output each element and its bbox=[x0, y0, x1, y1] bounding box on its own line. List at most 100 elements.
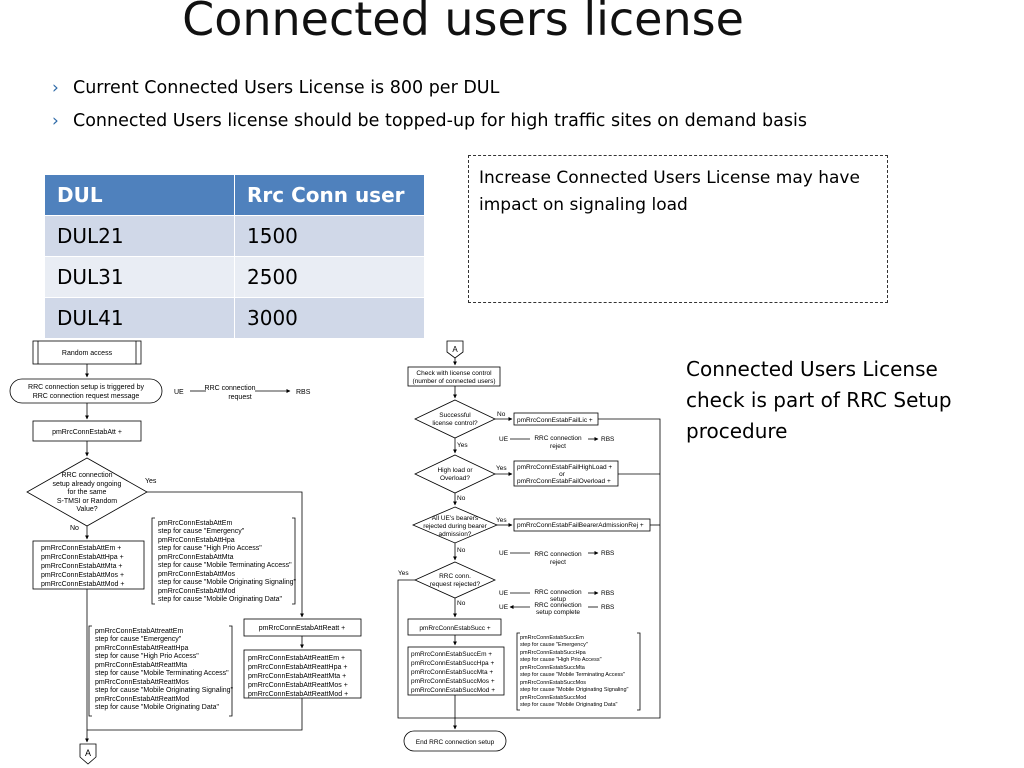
license-decision bbox=[414, 399, 496, 439]
svg-text:pmRrcConnEstabAttReattMta: pmRrcConnEstabAttReattMta bbox=[95, 662, 187, 669]
succ-counters-text: pmRrcConnEstabSuccEm + pmRrcConnEstabSuc… bbox=[411, 651, 495, 694]
bullet-item: › Current Connected Users License is 800 … bbox=[52, 76, 807, 109]
svg-text:pmRrcConnEstabAttEm: pmRrcConnEstabAttEm bbox=[158, 520, 232, 527]
svg-text:pmRrcConnEstabAttMta +: pmRrcConnEstabAttMta + bbox=[41, 563, 123, 570]
trigger-label: RRC connection setup is triggered by bbox=[28, 384, 144, 391]
svg-text:pmRrcConnEstabAttreattEm: pmRrcConnEstabAttreattEm bbox=[95, 628, 183, 635]
table-row: DUL21 1500 bbox=[44, 215, 425, 257]
right-flowchart-text: A Check with license control (number of … bbox=[398, 345, 644, 746]
svg-text:pmRrcConnEstabAttMod +: pmRrcConnEstabAttMod + bbox=[41, 581, 124, 588]
table-header: Rrc Conn user bbox=[234, 174, 425, 216]
no-label: No bbox=[497, 411, 506, 418]
svg-text:step for cause "Emergency": step for cause "Emergency" bbox=[520, 642, 588, 648]
svg-text:RBS: RBS bbox=[601, 436, 615, 443]
svg-text:step for cause "High Prio Acce: step for cause "High Prio Access" bbox=[95, 653, 199, 660]
reatt-counters-text: pmRrcConnEstabAttReattEm + pmRrcConnEsta… bbox=[248, 655, 348, 698]
svg-text:Successful: Successful bbox=[439, 412, 471, 419]
reatt-label: pmRrcConnEstabAttReatt + bbox=[259, 625, 346, 632]
svg-text:step for cause "Emergency": step for cause "Emergency" bbox=[95, 636, 182, 643]
svg-text:pmRrcConnEstabSuccHpa +: pmRrcConnEstabSuccHpa + bbox=[411, 660, 494, 667]
chevron-right-icon: › bbox=[52, 78, 59, 98]
svg-text:RRC connection: RRC connection bbox=[534, 589, 582, 596]
table-cell: DUL21 bbox=[44, 215, 235, 257]
svg-text:UE: UE bbox=[499, 436, 509, 443]
svg-text:pmRrcConnEstabSuccMod: pmRrcConnEstabSuccMod bbox=[520, 695, 586, 701]
svg-text:admission?: admission? bbox=[439, 531, 472, 538]
svg-text:Check with license control: Check with license control bbox=[416, 370, 492, 377]
decision-label: S-TMSI or Random bbox=[57, 498, 117, 505]
svg-text:setup complete: setup complete bbox=[536, 609, 580, 616]
svg-text:pmRrcConnEstabSuccMos: pmRrcConnEstabSuccMos bbox=[520, 680, 586, 686]
table-row: DUL31 2500 bbox=[44, 256, 425, 298]
decision-label: Value? bbox=[76, 506, 97, 513]
connector-a-label: A bbox=[452, 345, 458, 354]
svg-text:pmRrcConnEstabAttEm +: pmRrcConnEstabAttEm + bbox=[41, 545, 121, 552]
svg-text:pmRrcConnEstabAttMos: pmRrcConnEstabAttMos bbox=[158, 571, 236, 578]
no-label: No bbox=[457, 547, 466, 554]
svg-text:step for cause "High Prio Acce: step for cause "High Prio Access" bbox=[520, 657, 602, 663]
msg-label: RRC connection bbox=[205, 385, 256, 392]
svg-text:pmRrcConnEstabSuccMod +: pmRrcConnEstabSuccMod + bbox=[411, 687, 495, 694]
bullet-text: Current Connected Users License is 800 p… bbox=[73, 78, 500, 98]
svg-text:RBS: RBS bbox=[601, 604, 615, 611]
svg-text:pmRrcConnEstabSuccHpa: pmRrcConnEstabSuccHpa bbox=[520, 650, 587, 656]
svg-text:pmRrcConnEstabAttMos +: pmRrcConnEstabAttMos + bbox=[41, 572, 124, 579]
svg-text:step for cause "High Prio Acce: step for cause "High Prio Access" bbox=[158, 545, 262, 552]
left-flowchart-text: Random access RRC connection setup is tr… bbox=[28, 350, 348, 758]
svg-text:Overload?: Overload? bbox=[440, 475, 470, 482]
svg-text:All UE's bearers: All UE's bearers bbox=[432, 515, 479, 522]
svg-text:step for cause "Mobile Origina: step for cause "Mobile Originating Data" bbox=[520, 702, 618, 708]
svg-text:pmRrcConnEstabAttReattEm +: pmRrcConnEstabAttReattEm + bbox=[248, 655, 345, 662]
decision-label: setup already ongoing bbox=[53, 481, 122, 488]
load-decision bbox=[414, 454, 496, 494]
att-notes-text: pmRrcConnEstabAttEm step for cause "Emer… bbox=[158, 520, 297, 603]
trigger-label: RRC connection request message bbox=[33, 393, 140, 400]
svg-text:pmRrcConnEstabSuccMta: pmRrcConnEstabSuccMta bbox=[520, 665, 586, 671]
right-flowchart bbox=[397, 340, 661, 752]
reatt-counter-box bbox=[243, 618, 362, 637]
svg-text:RRC connection: RRC connection bbox=[534, 551, 582, 558]
svg-text:setup: setup bbox=[550, 596, 566, 603]
svg-text:pmRrcConnEstabAttMod: pmRrcConnEstabAttMod bbox=[158, 588, 236, 595]
succ-box bbox=[407, 618, 502, 636]
svg-text:pmRrcConnEstabSuccMos +: pmRrcConnEstabSuccMos + bbox=[411, 678, 495, 685]
svg-text:pmRrcConnEstabAttReattMod: pmRrcConnEstabAttReattMod bbox=[95, 696, 189, 703]
yes-label: Yes bbox=[496, 517, 507, 524]
page-title: Connected users license bbox=[182, 0, 744, 46]
svg-text:pmRrcConnEstabAttHpa: pmRrcConnEstabAttHpa bbox=[158, 537, 235, 544]
svg-text:(number of connected users): (number of connected users) bbox=[412, 378, 495, 385]
svg-text:UE: UE bbox=[499, 590, 509, 597]
svg-text:pmRrcConnEstabFailLic +: pmRrcConnEstabFailLic + bbox=[517, 417, 593, 424]
svg-text:pmRrcConnEstabSuccEm: pmRrcConnEstabSuccEm bbox=[520, 635, 584, 641]
svg-text:step for cause "Mobile Origina: step for cause "Mobile Originating Signa… bbox=[158, 579, 297, 586]
connector-a-label: A bbox=[85, 748, 91, 758]
svg-text:pmRrcConnEstabAttReattHpa +: pmRrcConnEstabAttReattHpa + bbox=[248, 664, 347, 671]
svg-text:step for cause "Mobile Termina: step for cause "Mobile Terminating Acces… bbox=[520, 672, 625, 678]
no-label: No bbox=[457, 495, 466, 502]
svg-text:pmRrcConnEstabAttReattMod +: pmRrcConnEstabAttReattMod + bbox=[248, 691, 348, 698]
left-flowchart bbox=[9, 340, 362, 765]
svg-text:pmRrcConnEstabFailBearerAdmiss: pmRrcConnEstabFailBearerAdmissionRej + bbox=[517, 522, 644, 529]
svg-text:step for cause "Mobile Origina: step for cause "Mobile Originating Signa… bbox=[520, 687, 629, 693]
svg-text:pmRrcConnEstabAttReattMta +: pmRrcConnEstabAttReattMta + bbox=[248, 673, 346, 680]
svg-text:or: or bbox=[559, 471, 566, 478]
svg-text:rejected during bearer: rejected during bearer bbox=[423, 523, 487, 530]
table-cell: 3000 bbox=[234, 297, 425, 339]
reatt-notes-text: pmRrcConnEstabAttreattEm step for cause … bbox=[95, 628, 234, 711]
svg-text:UE: UE bbox=[499, 604, 509, 611]
svg-text:RBS: RBS bbox=[601, 590, 615, 597]
bullet-text: Connected Users license should be topped… bbox=[73, 111, 807, 131]
svg-text:step for cause "Mobile Origina: step for cause "Mobile Originating Signa… bbox=[95, 687, 234, 694]
msg-label: request bbox=[228, 394, 251, 401]
license-table: DUL Rrc Conn user DUL21 1500 DUL31 2500 … bbox=[44, 174, 425, 339]
yes-label: Yes bbox=[398, 570, 409, 577]
bullet-item: ›Connected Users license should be toppe… bbox=[52, 109, 807, 142]
svg-text:step for cause "Mobile Origina: step for cause "Mobile Originating Data" bbox=[158, 596, 283, 603]
att-counters-box bbox=[32, 540, 145, 590]
svg-text:pmRrcConnEstabAttReattMos: pmRrcConnEstabAttReattMos bbox=[95, 679, 189, 686]
license-check-box bbox=[407, 366, 501, 387]
table-cell: 2500 bbox=[234, 256, 425, 298]
svg-text:step for cause "Emergency": step for cause "Emergency" bbox=[158, 528, 245, 535]
decision-label: RRC connection bbox=[62, 472, 113, 479]
